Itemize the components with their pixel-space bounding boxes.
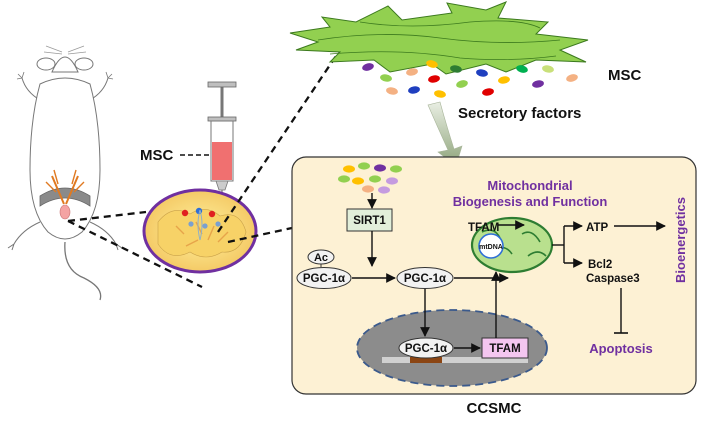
curved-arrow — [427, 101, 463, 167]
ac-label: Ac — [314, 252, 328, 264]
dashed-connectors — [67, 49, 341, 289]
msc-top-label: MSC — [608, 67, 642, 84]
pgc1a-label: PGC-1α — [404, 273, 446, 285]
secretory-factors-label: Secretory factors — [458, 105, 581, 122]
bioenergetics-label: Bioenergetics — [673, 197, 688, 283]
caspase3-label: Caspase3 — [586, 273, 640, 285]
pgc1a-nucleus-label: PGC-1α — [405, 343, 447, 355]
rat-illustration — [7, 45, 123, 301]
msc-cell — [289, 1, 589, 75]
sirt1-label: SIRT1 — [353, 215, 386, 227]
panel-factor-cluster — [338, 162, 402, 194]
secretory-factor-dots — [362, 60, 578, 98]
pgc1a-acetylated-node — [296, 267, 352, 289]
pgc1a-nucleus-node — [398, 337, 454, 359]
tfam-nucleus-box — [481, 337, 529, 359]
mitochondrion — [470, 216, 554, 274]
tfam-mito-label: TFAM — [468, 222, 499, 234]
sirt1-box — [346, 208, 393, 232]
dna-strand — [382, 357, 528, 363]
atp-label: ATP — [586, 222, 608, 234]
mtdna-label: mtDNA — [479, 244, 503, 251]
tissue-cross-section — [142, 188, 258, 274]
tfam-nucleus-label: TFAM — [489, 343, 520, 355]
ccsmc-label: CCSMC — [467, 400, 522, 417]
pgc1a-node — [396, 267, 454, 289]
bcl2-label: Bcl2 — [588, 259, 612, 271]
apoptosis-label: Apoptosis — [589, 341, 653, 356]
pgc1a-acetylated-label: PGC-1α — [303, 273, 345, 285]
promoter-region — [410, 357, 442, 363]
mito-title-line2: Biogenesis and Function — [453, 194, 608, 209]
mito-title-line1: Mitochondrial — [487, 178, 572, 193]
msc-syringe-label: MSC — [140, 147, 174, 164]
